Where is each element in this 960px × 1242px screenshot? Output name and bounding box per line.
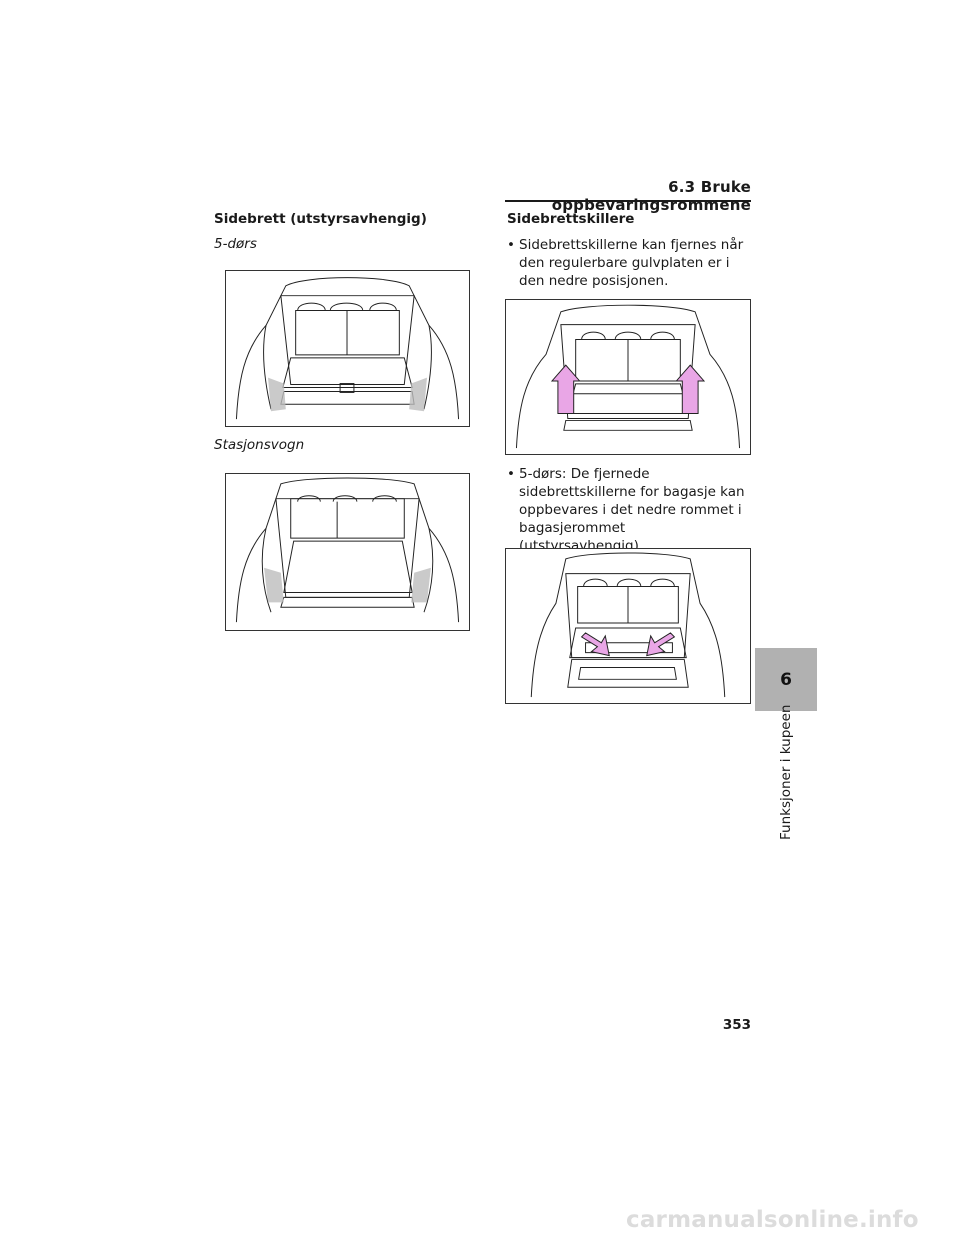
variant-wagon-label: Stasjonsvogn: [214, 437, 305, 453]
arrow-down-right: [646, 632, 676, 657]
chapter-title-vertical: Funksjoner i kupeen: [778, 704, 794, 840]
side-tray-heading: Sidebrett (utstyrsavhengig): [214, 211, 427, 227]
arrow-up-right: [675, 364, 706, 415]
trunk-illustration-5-door: [235, 277, 460, 420]
chapter-tab: 6: [755, 648, 817, 711]
chapter-number: 6: [780, 669, 792, 690]
arrow-up-left: [550, 364, 581, 415]
arrow-down-left: [580, 632, 610, 657]
section-header: 6.3 Bruke oppbevaringsrommene: [551, 178, 751, 214]
dividers-heading: Sidebrettskillere: [507, 211, 635, 227]
bullet-removable-dividers: Sidebrettskillerne kan fjernes når den r…: [507, 236, 752, 290]
header-rule: [505, 200, 751, 202]
trunk-illustration-wagon: [235, 477, 460, 623]
trunk-illustration-store-dividers: [530, 552, 726, 698]
figure-5-door-side-trays: [225, 270, 470, 427]
figure-store-dividers: [505, 548, 751, 704]
figure-wagon-side-trays: [225, 473, 470, 631]
trunk-illustration-remove-dividers: [515, 304, 741, 449]
variant-5-door-label: 5-dørs: [214, 236, 257, 252]
bullet-storage-dividers: 5-dørs: De fjernede sidebrettskillerne f…: [507, 465, 752, 555]
figure-remove-dividers: [505, 299, 751, 455]
page-number: 353: [722, 1017, 751, 1033]
watermark: carmanualsonline.info: [626, 1207, 919, 1233]
